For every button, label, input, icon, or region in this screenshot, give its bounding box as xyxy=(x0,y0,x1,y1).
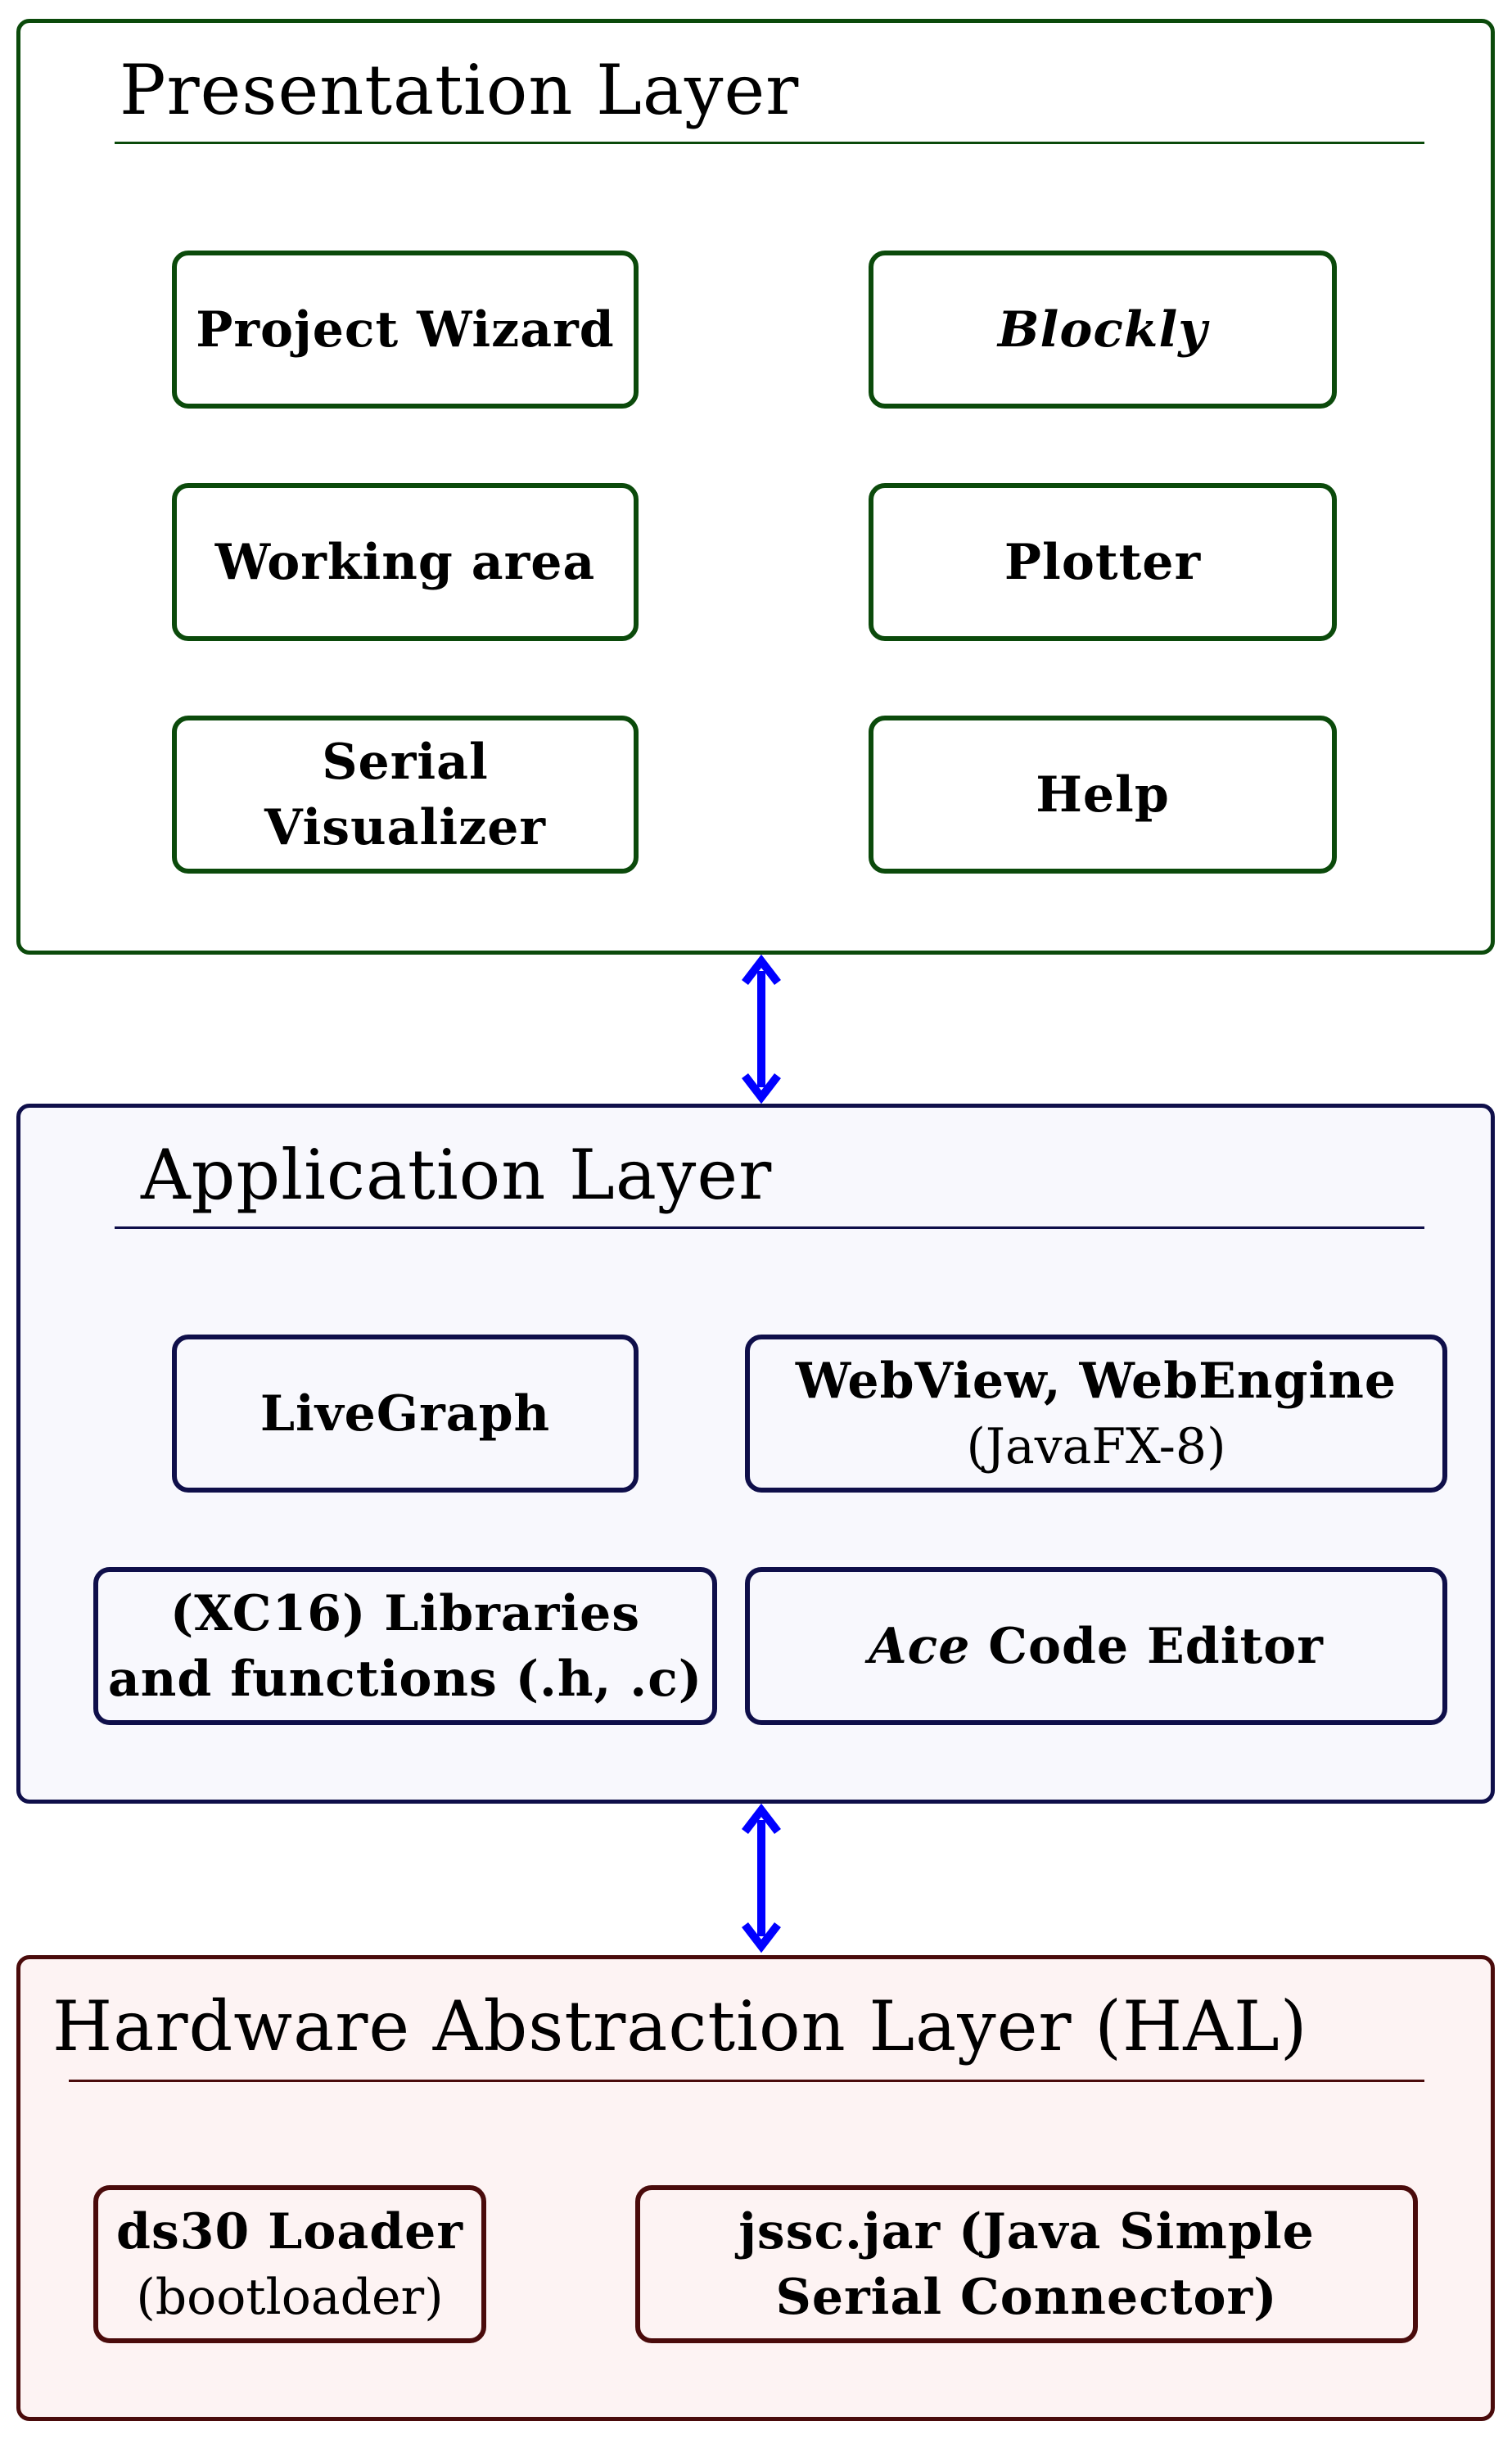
hal-layer-title-rule xyxy=(69,2080,1424,2082)
presentation-layer-title: Presentation Layer xyxy=(120,50,800,130)
javafx-label: (JavaFX-8) xyxy=(966,1417,1226,1475)
bootloader-label: (bootloader) xyxy=(136,2268,444,2326)
plotter-box: Plotter xyxy=(869,483,1337,641)
ace-label: Ace xyxy=(869,1617,971,1675)
help-box: Help xyxy=(869,716,1337,874)
ace-code-editor-label: Ace Code Editor xyxy=(869,1614,1324,1679)
jssc-label-line1: jssc.jar (Java Simple xyxy=(738,2202,1315,2261)
presentation-layer-title-rule xyxy=(115,142,1424,144)
help-label: Help xyxy=(1036,766,1170,824)
webview-webengine-box: WebView, WebEngine (JavaFX-8) xyxy=(745,1335,1447,1493)
serial-visualizer-label-line1: Serial xyxy=(322,733,489,791)
serial-visualizer-label-line2: Visualizer xyxy=(264,798,546,856)
application-hal-arrow xyxy=(742,1803,781,1953)
code-editor-label: Code Editor xyxy=(970,1617,1324,1675)
ds30-loader-box: ds30 Loader (bootloader) xyxy=(93,2185,486,2343)
jssc-box: jssc.jar (Java Simple Serial Connector) xyxy=(635,2185,1418,2343)
working-area-label: Working area xyxy=(214,533,596,591)
blockly-label: Blockly xyxy=(997,300,1208,359)
hal-layer-title: Hardware Abstraction Layer (HAL) xyxy=(52,1986,1308,2066)
project-wizard-label: Project Wizard xyxy=(196,300,615,359)
xc16-libraries-label-line2: and functions (.h, .c) xyxy=(107,1650,703,1708)
blockly-box: Blockly xyxy=(869,251,1337,409)
ds30-loader-label: ds30 Loader xyxy=(116,2202,463,2261)
plotter-label: Plotter xyxy=(1004,533,1202,591)
application-layer-title: Application Layer xyxy=(141,1135,773,1215)
presentation-application-arrow xyxy=(742,954,781,1104)
livegraph-box: LiveGraph xyxy=(172,1335,639,1493)
xc16-libraries-box: (XC16) Libraries and functions (.h, .c) xyxy=(93,1567,717,1725)
working-area-box: Working area xyxy=(172,483,639,641)
ace-code-editor-box: Ace Code Editor xyxy=(745,1567,1447,1725)
project-wizard-box: Project Wizard xyxy=(172,251,639,409)
livegraph-label: LiveGraph xyxy=(260,1384,551,1443)
application-layer-title-rule xyxy=(115,1226,1424,1229)
application-layer xyxy=(16,1104,1495,1804)
jssc-label-line2: Serial Connector) xyxy=(775,2268,1278,2326)
webview-webengine-label: WebView, WebEngine xyxy=(795,1352,1397,1410)
serial-visualizer-box: Serial Visualizer xyxy=(172,716,639,874)
xc16-libraries-label-line1: (XC16) Libraries xyxy=(169,1584,641,1642)
